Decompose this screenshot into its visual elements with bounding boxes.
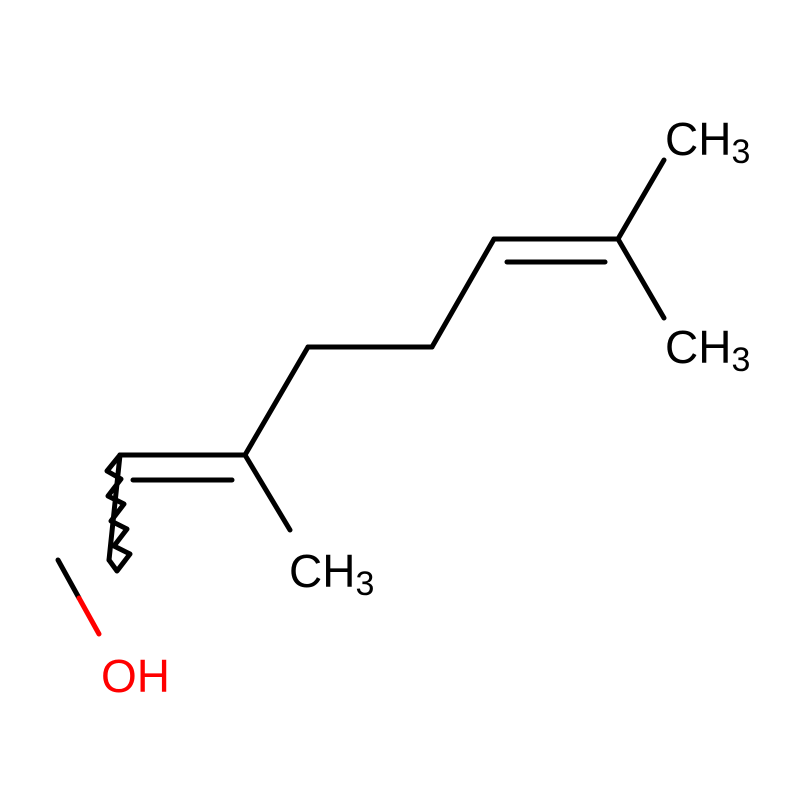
bond-c1-o-red-segment	[76, 595, 102, 637]
methyl-right-label: CH3	[665, 321, 750, 379]
bond-c1-o-black-segment	[55, 557, 82, 601]
bond-c3-methyl	[242, 452, 293, 533]
methyl-middle-label: CH3	[289, 545, 374, 603]
bond-c7-methyl-bottom	[615, 236, 667, 321]
bond-c7-methyl-top	[615, 157, 667, 242]
bond-c5-c6	[429, 236, 497, 350]
bond-c1-c2-tail	[106, 452, 123, 563]
hydroxyl-label: OH	[101, 650, 170, 702]
methyl-top-right-label: CH3	[665, 113, 750, 171]
bond-c3-c4	[242, 344, 311, 458]
